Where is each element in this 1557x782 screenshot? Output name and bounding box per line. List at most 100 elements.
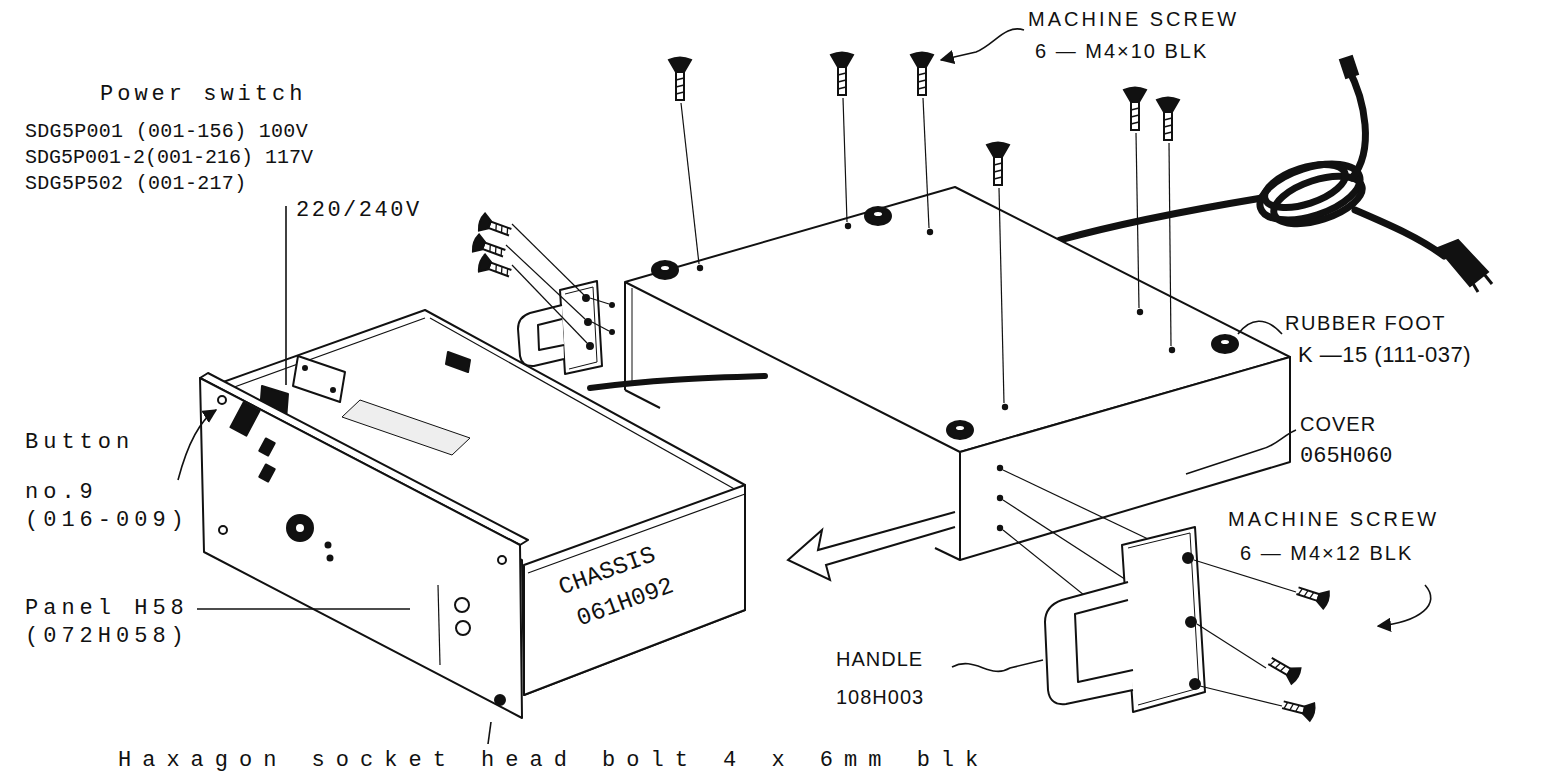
leader-line xyxy=(178,410,216,480)
rubber-foot xyxy=(1212,335,1238,353)
handle xyxy=(538,319,564,350)
screw-hole xyxy=(997,525,1003,531)
leader-line xyxy=(1186,430,1296,474)
cord-plug xyxy=(1340,56,1492,292)
handle xyxy=(1045,527,1205,712)
front-panel xyxy=(200,373,528,718)
screw-path-line xyxy=(506,224,609,343)
screw-path-line xyxy=(1136,133,1139,308)
screw-path-line xyxy=(923,98,929,228)
rubber-foot xyxy=(660,265,670,271)
internal-cable xyxy=(590,376,765,388)
screw-path-line xyxy=(592,322,609,331)
handle xyxy=(1122,527,1205,712)
part-label: Button xyxy=(25,430,134,455)
screw-hole xyxy=(927,229,933,235)
part-number: (016-009) xyxy=(25,508,189,533)
screw-path-line xyxy=(590,298,609,304)
power-cord xyxy=(1355,210,1444,256)
screw-path-line xyxy=(843,98,847,222)
machine-screw xyxy=(911,53,933,96)
handle xyxy=(518,305,564,366)
power-cord xyxy=(1259,156,1350,216)
chassis xyxy=(446,352,470,372)
handle xyxy=(583,295,589,301)
front-panel xyxy=(200,378,522,718)
handle xyxy=(1186,617,1196,627)
screw-path-line xyxy=(506,245,585,319)
machine-screw xyxy=(1281,696,1316,721)
chassis xyxy=(293,356,345,402)
screw-path-line xyxy=(1197,624,1266,668)
rubber-foot xyxy=(955,425,965,431)
cord-plug xyxy=(1340,56,1358,78)
part-label: MACHINE SCREW xyxy=(1028,8,1239,31)
screw-hole xyxy=(1169,347,1175,353)
front-panel xyxy=(495,695,505,705)
screw-hole xyxy=(845,223,851,229)
handle xyxy=(1045,582,1133,704)
front-panel xyxy=(326,543,331,548)
front-panel xyxy=(219,526,227,534)
part-number: 108H003 xyxy=(836,686,924,709)
screw-hole xyxy=(609,329,615,335)
chassis xyxy=(303,366,307,370)
machine-screw xyxy=(987,143,1009,186)
handle xyxy=(1075,600,1133,682)
chassis xyxy=(524,485,745,695)
part-number: SDG5P502 (001-217) xyxy=(25,172,246,195)
machine-screw xyxy=(477,213,513,241)
front-panel xyxy=(295,523,305,533)
front-panel xyxy=(455,598,469,612)
screw-hole xyxy=(697,265,703,271)
rubber-foot xyxy=(873,211,883,217)
front-panel xyxy=(259,438,274,455)
front-panel xyxy=(456,621,470,635)
part-number: 065H060 xyxy=(1300,444,1392,469)
part-note: Haxagon socket head bolt 4 x 6mm blk xyxy=(118,748,989,773)
part-number: (072H058) xyxy=(25,624,189,649)
screw-path-line xyxy=(1169,143,1171,346)
chassis xyxy=(342,400,470,455)
part-label: MACHINE SCREW xyxy=(1228,508,1439,531)
front-panel xyxy=(218,396,226,404)
machine-screw xyxy=(471,234,507,262)
rubber-foot xyxy=(652,207,1238,439)
part-label: Power switch xyxy=(100,82,306,107)
internal-cable xyxy=(590,376,765,388)
part-spec: 6 — M4×10 BLK xyxy=(1035,40,1208,63)
cover xyxy=(625,390,660,408)
handle xyxy=(587,343,593,349)
cover xyxy=(632,288,633,386)
screw-path-line xyxy=(1200,686,1282,706)
machine-screw xyxy=(1124,88,1146,131)
part-number: SDG5P001 (001-156) 100V xyxy=(25,120,308,143)
cord-plug xyxy=(1472,282,1478,292)
leader-line xyxy=(1238,321,1282,334)
part-label: HANDLE xyxy=(836,648,923,671)
screw-path-line xyxy=(512,265,587,343)
rubber-foot xyxy=(947,421,973,439)
front-panel xyxy=(287,515,313,541)
screw-hole xyxy=(997,495,1003,501)
screw-path-line xyxy=(681,103,699,264)
leader-line xyxy=(178,29,1431,744)
part-spec: 220/240V xyxy=(296,198,422,223)
part-number: K —15 (111-037) xyxy=(1298,342,1471,367)
part-spec: 6 — M4×12 BLK xyxy=(1240,542,1413,565)
front-panel xyxy=(259,464,274,481)
screw-hole xyxy=(997,465,1003,471)
front-panel xyxy=(438,585,440,665)
front-panel xyxy=(328,556,333,561)
machine-screw xyxy=(1266,653,1303,685)
cord-plug xyxy=(1438,240,1488,286)
power-cord xyxy=(1060,68,1444,256)
rubber-foot xyxy=(652,261,678,279)
machine-screw xyxy=(1266,582,1331,721)
screw-path-line xyxy=(999,188,1004,403)
chassis-bottom-plate xyxy=(788,512,955,580)
leader-line xyxy=(197,608,410,610)
cover xyxy=(935,548,960,560)
